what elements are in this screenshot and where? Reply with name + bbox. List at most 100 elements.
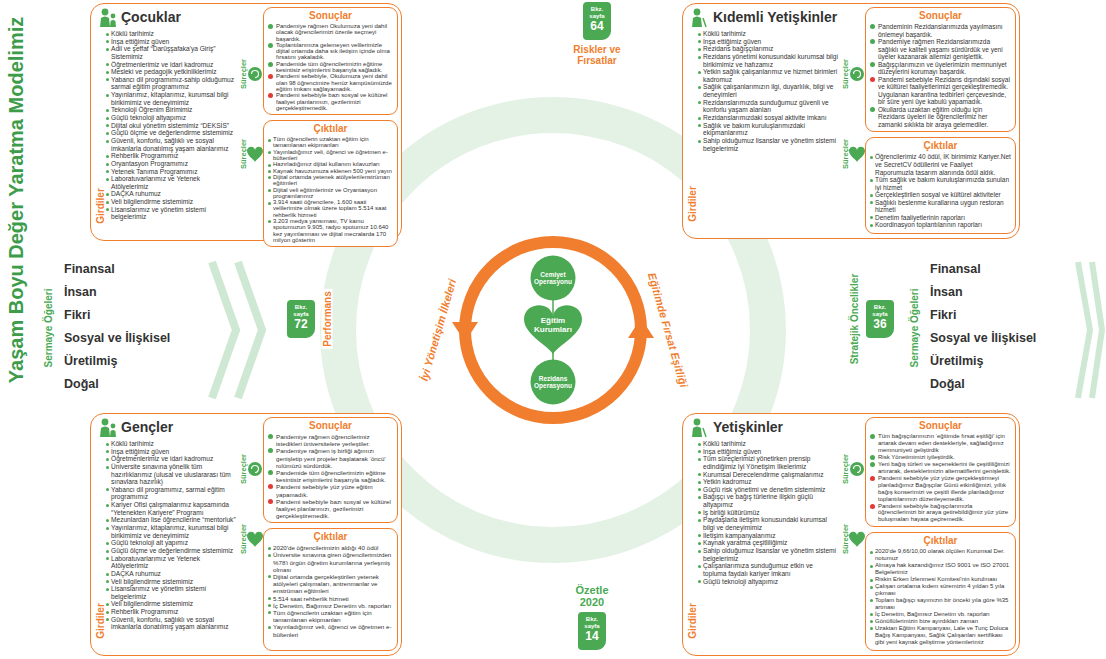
side-label: Sermaye Öğeleri: [909, 289, 920, 368]
input-item: Yetenek Tanıma Programımız: [106, 168, 236, 176]
chevron: [1092, 262, 1102, 398]
input-item: Köklü tarihimiz: [698, 440, 838, 448]
process-label: Süreçler: [239, 524, 248, 554]
capital-item: Sosyal ve İlişkisel: [930, 331, 1036, 346]
input-item: Çalışanlarımıza sunduğumuz etkin ve topl…: [698, 562, 838, 577]
box-heading: Sonuçlar: [870, 10, 1011, 22]
output-item: Dijital veli eğitimlerimiz ve Oryantasyo…: [268, 187, 393, 200]
ring-arrowhead: [452, 322, 478, 342]
process-icon: [248, 462, 262, 476]
input-item: Rehberlik Programımız: [106, 152, 236, 160]
inputs-column: GirdilerKöklü tarihimizİnşa ettiğimiz gü…: [93, 440, 237, 651]
panel-title: Gençler: [121, 419, 173, 435]
panel-title: Kıdemli Yetişkinler: [713, 9, 837, 25]
process-icon: [248, 67, 262, 81]
orange-cycle-ring: [465, 242, 641, 418]
output-item: Uzaktan Eğitim Kampanyası, Lale ve Tunç …: [870, 625, 1011, 646]
heart-icon: [247, 532, 263, 547]
box-heading: Sonuçlar: [870, 420, 1011, 432]
input-item: Mezunlardan lise öğrencilerine “mentorlu…: [106, 516, 236, 524]
input-item: Yabancı dil programımız-sahip olduğumuz …: [106, 76, 236, 91]
capital-item: Üretilmiş: [930, 354, 984, 369]
box-heading: Çıktılar: [268, 123, 393, 135]
output-item: İç Denetim, Bağımsız Denetim vb. raporla…: [870, 611, 1011, 618]
output-item: 2020'de 9,66/10,00 olarak ölçülen Kurums…: [870, 548, 1011, 562]
input-item: Veli bilgilendirme sistemimiz: [106, 198, 236, 206]
output-item: Tüm sağlık ve bakım kuruluşlarımızda sun…: [870, 176, 1011, 191]
input-item: Laboratuvarlarımız ve Yetenek Atölyeleri…: [106, 175, 236, 190]
input-item: Veli bilgilendirme sistemimiz: [106, 578, 236, 586]
input-item: Yayınlarımız, kitaplarımız, kurumsal bil…: [106, 524, 236, 539]
process-icon: [850, 67, 864, 81]
outcome-item: Pandemi sebebiyle yüz yüze gerçekleştirm…: [870, 475, 1011, 503]
box-heading: Sonuçlar: [268, 420, 393, 432]
input-item: Köklü tarihimiz: [698, 30, 838, 38]
box-heading: Çıktılar: [268, 531, 393, 543]
input-item: Köklü tarihimiz: [106, 440, 236, 448]
capital-item: Fikri: [64, 308, 90, 323]
input-item: DAÇKA ruhumuz: [106, 190, 236, 198]
process-label: Süreçler: [239, 139, 248, 169]
output-item: 3.203 medya yansıması, TV kamu spotumuzu…: [268, 218, 393, 243]
input-item: Rezidanslarımızdaki sosyal aktivite imka…: [698, 114, 838, 122]
ring-label: Eğitimde Fırsat Eşitliği: [646, 271, 690, 388]
inputs-list: Köklü tarihimizİnşa ettiğimiz güvenÖğret…: [106, 440, 236, 631]
ref-prefix: Bkz. sayfa: [867, 304, 893, 317]
outputs-box: ÇıktılarTüm öğrencilerin uzaktan eğitim …: [263, 120, 398, 247]
input-item: Oryantasyon Programımız: [106, 160, 236, 168]
outputs-box: ÇıktılarÖğrencilerimiz 40 ödül, İK birim…: [865, 137, 1016, 234]
inputs-label: Girdiler: [95, 603, 106, 639]
input-item: Lisanslarımız ve yönetim sistemi belgele…: [106, 585, 236, 600]
page-ref-badge: Bkz. sayfa14Özetle 2020: [578, 612, 606, 650]
ref-caption: Özetle 2020: [567, 584, 617, 608]
outcome-item: Yeni bağış türleri ve seçeneklerini ile …: [870, 461, 1011, 475]
capital-item: Sosyal ve İlişkisel: [64, 331, 170, 346]
input-item: Rezidanslarımızda sunduğumuz güvenli ve …: [698, 99, 838, 114]
output-item: Çalışan ortalama kıdem süremizin 4 yılda…: [870, 583, 1011, 597]
output-item: Dijital ortamda yetenek atölyeleri/enstr…: [268, 174, 393, 187]
person-icon: [692, 9, 706, 27]
box-heading: Çıktılar: [870, 140, 1011, 152]
outcome-item: Pandemide tüm öğrencilerimizin eğitime k…: [268, 469, 393, 483]
input-item: Rezidans yönetimi konusundaki kurumsal b…: [698, 53, 838, 68]
output-item: Gönüllülerimizin bize ayırdıkları zaman: [870, 618, 1011, 625]
person-icon: [692, 419, 706, 437]
output-item: Tüm öğrencilerin uzaktan eğitim için tam…: [268, 136, 393, 149]
outcome-item: Tüm bağışçılarımızın ‘eğitimde fırsat eş…: [870, 433, 1011, 454]
outcome-item: Bağışçılarımızın ve üyelerimizin memnuni…: [870, 61, 1011, 76]
input-item: Veli bilgilendirme sistemimiz: [106, 600, 236, 608]
outcome-item: Toplantılarımıza gelemeyen velilerimizle…: [268, 42, 393, 61]
panel-title: Çocuklar: [121, 9, 181, 25]
output-item: 3.914 saati öğrencilere, 1.600 saati vel…: [268, 199, 393, 218]
ref-caption: Riskler ve Fırsatlar: [560, 44, 634, 66]
input-item: Adil ve şeffaf “Darüşşafaka'ya Giriş” Si…: [106, 45, 236, 60]
input-item: Dijital okul yönetim sistemimiz “DEKSİS”: [106, 122, 236, 130]
ref-page: 36: [867, 317, 893, 331]
input-item: Güvenli, konforlu, sağlıklı ve sosyal im…: [106, 137, 236, 152]
input-item: Öğretmenlerimiz ve idari kadromuz: [106, 455, 236, 463]
ring-arrowhead: [628, 318, 654, 338]
outcome-item: Pandemi sebebiyle bazı sosyal ve kültüre…: [268, 498, 393, 520]
output-item: Üniversite sınavına giren öğrencilerimiz…: [268, 551, 393, 573]
process-label: Süreçler: [239, 59, 248, 89]
input-item: Sahip olduğumuz lisanslar ve yönetim sis…: [698, 547, 838, 562]
circle-node: Rezidans Operasyonu: [530, 359, 576, 405]
output-item: 5.514 saat rehberlik hizmeti: [268, 595, 393, 602]
page-title: Yaşam Boyu Değer Yaratma Modelimiz: [5, 17, 28, 383]
input-item: Güvenli, konforlu, sağlıklı ve sosyal im…: [106, 616, 236, 631]
output-item: Toplam bağışçı sayımızın bir önceki yıla…: [870, 597, 1011, 611]
inputs-column: GirdilerKöklü tarihimizİnşa ettiğimiz gü…: [685, 440, 839, 651]
input-item: Rezidans bağışçılarımız: [698, 45, 838, 53]
process-label: Süreçler: [841, 524, 850, 554]
outcome-item: Pandemi sebebiyle bazı sosyal ve kültüre…: [268, 92, 393, 111]
output-item: 2020'de öğrencilerimizin aldığı 40 ödül: [268, 544, 393, 551]
person-icon: [100, 419, 116, 437]
ref-prefix: Bkz. sayfa: [579, 616, 605, 629]
panel-box: Kıdemli YetişkinlerGirdilerKöklü tarihim…: [682, 3, 1020, 239]
input-item: Sağlık ve bakım kuruluşlarımızdaki ekipm…: [698, 122, 838, 137]
box-heading: Sonuçlar: [268, 10, 393, 22]
input-item: Tüm süreçlerimizi yönetirken prensip edi…: [698, 455, 838, 470]
input-item: DAÇKA ruhumuz: [106, 570, 236, 578]
capital-item: Finansal: [64, 262, 115, 277]
input-item: Güçlü ölçme ve değerlendirme sistemimiz: [106, 129, 236, 137]
